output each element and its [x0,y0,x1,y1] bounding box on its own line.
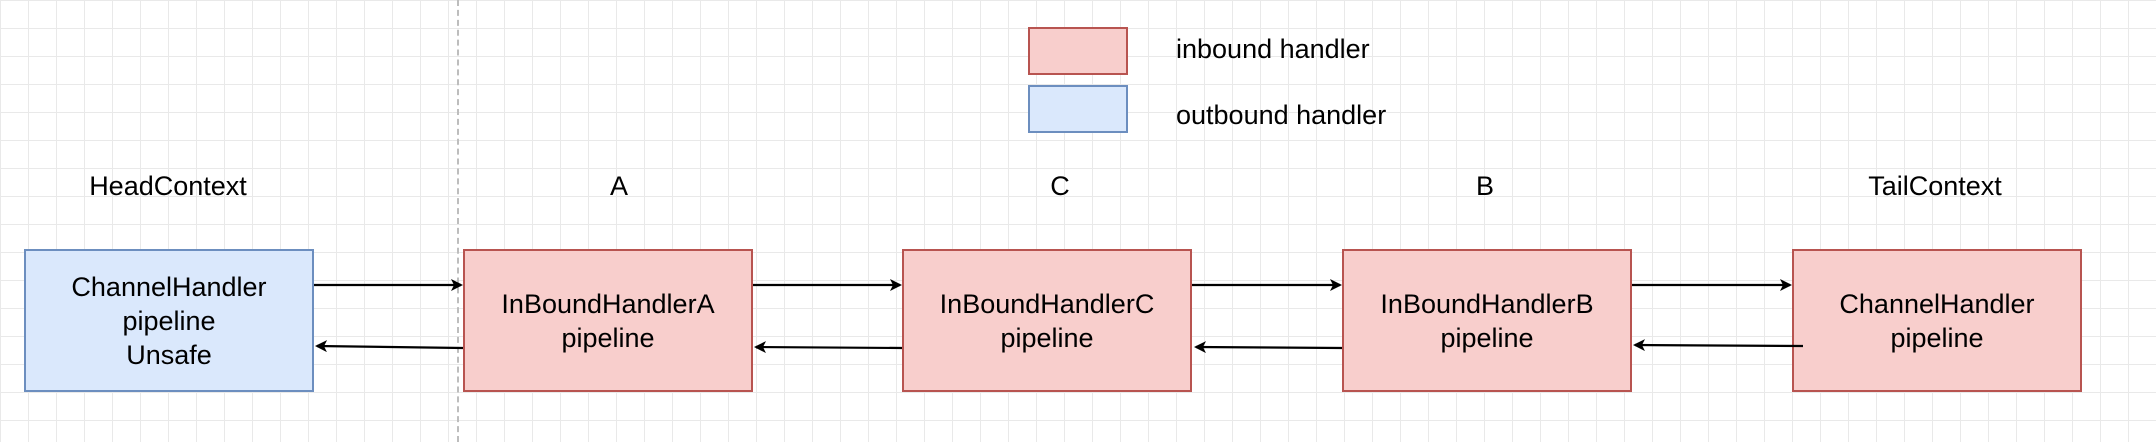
handler-a-title: A [609,171,628,201]
tail-context-line-2: pipeline [1890,322,1984,353]
dashed-guide-line [457,0,459,442]
handler-a-line-1: InBoundHandlerA [501,288,715,319]
head-context-title: HeadContext [89,171,247,201]
handler-b-title: B [1475,171,1494,201]
edge-a-to-head [315,340,464,353]
handler-b-line-1: InBoundHandlerB [1380,288,1594,319]
edge-b-to-c [1194,341,1343,354]
legend-inbound-label: inbound handler [1176,34,1370,64]
tail-context-title: TailContext [1868,171,2002,201]
edge-c-to-a [754,341,903,354]
legend-outbound-label: outbound handler [1176,100,1387,130]
handler-c-node: InBoundHandlerC pipeline [902,249,1192,392]
handler-c-title: C [1050,171,1070,201]
handler-c-line-2: pipeline [1000,322,1094,353]
tail-context-line-1: ChannelHandler [1839,288,2035,319]
tail-context-node: ChannelHandler pipeline [1792,249,2082,392]
handler-a-node: InBoundHandlerA pipeline [463,249,753,392]
head-context-node: ChannelHandler pipeline Unsafe [24,249,314,392]
head-context-line-2: pipeline [122,305,216,336]
legend-inbound-swatch [1028,27,1128,75]
handler-b-node: InBoundHandlerB pipeline [1342,249,1632,392]
head-context-line-3: Unsafe [126,339,212,370]
legend-outbound-swatch [1028,85,1128,133]
handler-b-line-2: pipeline [1440,322,1534,353]
handler-c-line-1: InBoundHandlerC [939,288,1155,319]
edge-tail-to-b [1633,339,1804,352]
head-context-line-1: ChannelHandler [71,271,267,302]
handler-a-line-2: pipeline [561,322,655,353]
